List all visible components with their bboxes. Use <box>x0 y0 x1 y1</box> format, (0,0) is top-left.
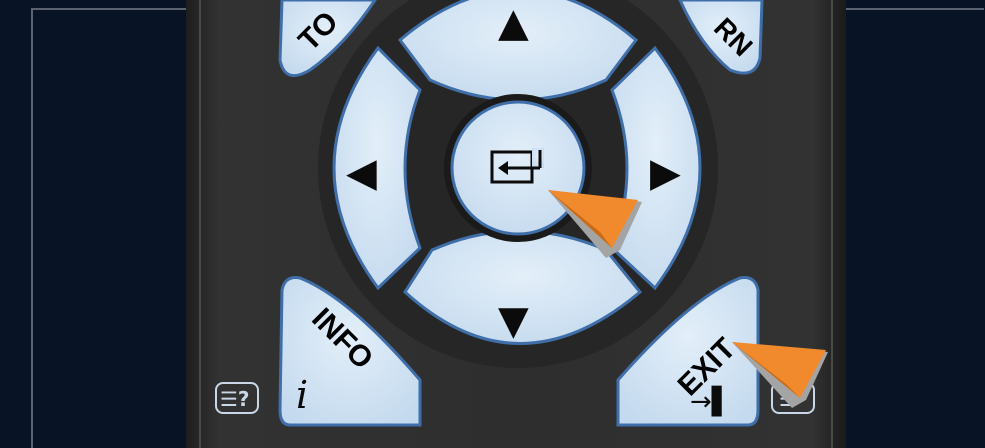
pointer-arrow-icon-exit <box>732 342 828 408</box>
left-button[interactable]: ◀ <box>332 45 422 291</box>
help-left-label: ☰? <box>215 382 259 414</box>
svg-text:☰?: ☰? <box>220 387 250 411</box>
pointer-arrow-icon <box>548 190 642 258</box>
enter-icon <box>490 148 544 184</box>
right-arrow-icon: ▶ <box>650 150 681 196</box>
right-button[interactable]: ▶ <box>610 45 702 291</box>
info-glyph: i <box>296 373 308 417</box>
enter-button[interactable] <box>444 94 592 242</box>
down-arrow-icon: ▼ <box>498 298 529 344</box>
left-arrow-icon: ◀ <box>346 150 377 196</box>
exit-glyph: →▌ <box>690 385 732 417</box>
exit-button[interactable]: EXIT →▌ <box>616 276 760 427</box>
up-button[interactable]: ▲ <box>397 0 639 102</box>
tools-button[interactable]: TO <box>278 0 377 78</box>
return-button[interactable]: RN <box>678 0 764 75</box>
up-arrow-icon: ▲ <box>498 0 529 46</box>
down-button[interactable]: ▼ <box>403 229 643 345</box>
